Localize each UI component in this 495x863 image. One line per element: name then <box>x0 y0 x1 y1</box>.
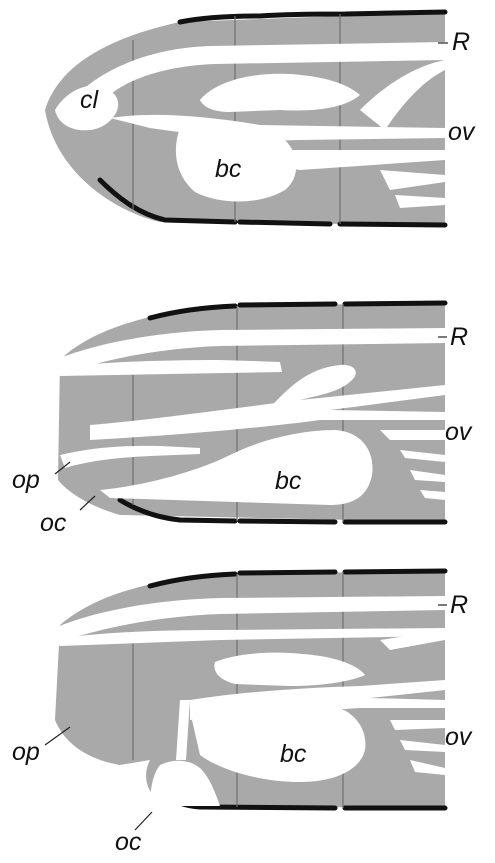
leader-oc <box>135 812 152 830</box>
label-R: R <box>452 28 470 56</box>
label-op: op <box>12 738 40 766</box>
panel-middle: R ov op oc bc <box>12 303 473 537</box>
label-oc: oc <box>115 828 142 856</box>
label-bc: bc <box>215 155 242 183</box>
panel-top: R ov cl bc <box>45 12 476 225</box>
label-R: R <box>450 591 468 619</box>
label-op: op <box>12 466 40 494</box>
label-oc: oc <box>40 509 67 537</box>
label-cl: cl <box>80 86 100 114</box>
label-bc: bc <box>280 740 307 768</box>
label-ov: ov <box>445 418 473 446</box>
panel-bottom: R ov op oc bc <box>12 571 473 856</box>
label-ov: ov <box>445 723 473 751</box>
label-R: R <box>450 323 468 351</box>
label-bc: bc <box>275 467 302 495</box>
label-ov: ov <box>448 118 476 146</box>
